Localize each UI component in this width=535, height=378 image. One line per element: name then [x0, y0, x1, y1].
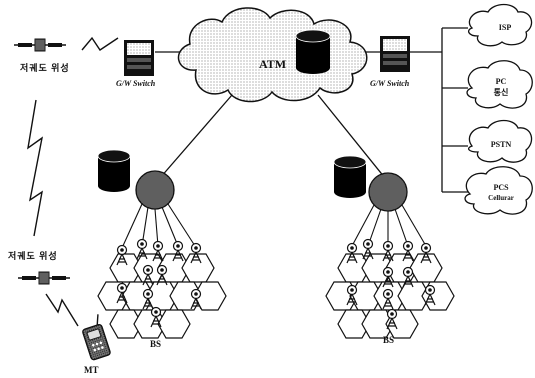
pc-cloud [466, 60, 533, 109]
satellite-bottom-label: 저궤도 위성 [8, 251, 58, 261]
atm-label: ATM [259, 57, 287, 71]
gw-switch-left-label: G/W Switch [116, 79, 156, 88]
gw-switch-right [380, 36, 410, 72]
left-bs-label: BS [150, 339, 162, 349]
gw-switch-left [124, 40, 154, 76]
right-bs-database [333, 155, 367, 198]
atm-cloud [177, 7, 368, 103]
radio-links [27, 36, 119, 327]
pcs-label-line1: PCS [493, 183, 509, 192]
pstn-label: PSTN [490, 140, 512, 149]
isp-label: ISP [498, 23, 512, 32]
isp-cloud [467, 3, 533, 47]
pcs-cloud [464, 166, 533, 215]
pc-label-line1: PC [495, 77, 507, 86]
mt-label: MT [84, 365, 99, 375]
left-bs-hub [121, 170, 196, 249]
right-bs-hub [351, 172, 427, 247]
left-bs-database [97, 149, 131, 192]
gw-switch-right-label: G/W Switch [370, 79, 410, 88]
external-bus [410, 27, 468, 193]
right-hex-cells [325, 253, 455, 339]
satellite-bottom-icon [18, 271, 70, 285]
pc-label-line2: 통신 [493, 88, 509, 97]
mobile-terminal-icon [82, 314, 111, 361]
pcs-label-line2: Cellurar [488, 194, 514, 202]
atm-switch-database [295, 29, 331, 74]
right-bs-label: BS [383, 335, 395, 345]
satellite-top-icon [14, 38, 66, 52]
pstn-cloud [467, 119, 533, 163]
satellite-top-label: 저궤도 위성 [20, 63, 70, 73]
